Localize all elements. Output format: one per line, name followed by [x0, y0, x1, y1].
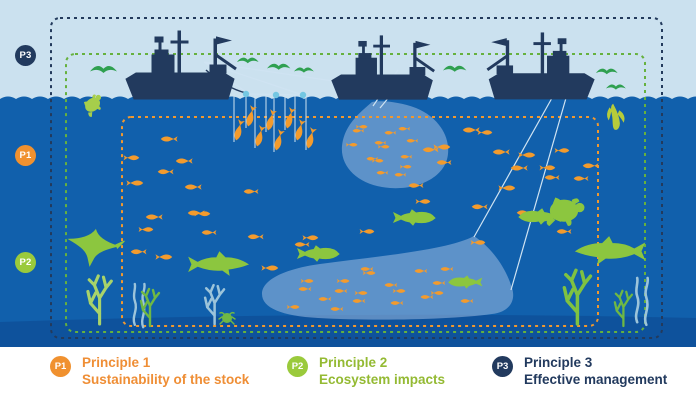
longline-buoys: [242, 90, 307, 99]
seabed: [0, 314, 696, 347]
legend-p3-title: Principle 3: [524, 355, 593, 370]
ocean: [0, 96, 696, 347]
longline-droplines: [233, 94, 307, 152]
legend-p3-text: Principle 3 Effective management: [524, 354, 667, 388]
p1-boundary: [121, 116, 599, 327]
p3-boundary: [50, 17, 663, 339]
legend-p1-subtitle: Sustainability of the stock: [82, 372, 250, 387]
legend-p1-text: Principle 1 Sustainability of the stock: [82, 354, 249, 388]
p1-badge: P1: [15, 145, 36, 166]
legend: P1 Principle 1 Sustainability of the sto…: [0, 347, 696, 419]
legend-p2-title: Principle 2: [319, 355, 388, 370]
legend-p2-badge: P2: [287, 356, 308, 377]
legend-item-principle-2: P2 Principle 2 Ecosystem impacts: [287, 354, 445, 388]
legend-p3-subtitle: Effective management: [524, 372, 668, 387]
midwater-trawl-net: [341, 101, 449, 189]
legend-p2-text: Principle 2 Ecosystem impacts: [319, 354, 445, 388]
legend-p1-badge: P1: [50, 356, 71, 377]
legend-item-principle-3: P3 Principle 3 Effective management: [492, 354, 667, 388]
buoy-icon: [299, 91, 307, 99]
ocean-scene: [0, 0, 696, 347]
buoy-icon: [272, 91, 280, 99]
p2-badge: P2: [15, 252, 36, 273]
buoy-icon: [242, 90, 250, 98]
legend-p1-title: Principle 1: [82, 355, 151, 370]
legend-p3-badge: P3: [492, 356, 513, 377]
legend-p2-subtitle: Ecosystem impacts: [319, 372, 446, 387]
p2-boundary: [65, 53, 646, 333]
boundaries: [50, 17, 663, 339]
p3-badge: P3: [15, 45, 36, 66]
legend-item-principle-1: P1 Principle 1 Sustainability of the sto…: [50, 354, 249, 388]
